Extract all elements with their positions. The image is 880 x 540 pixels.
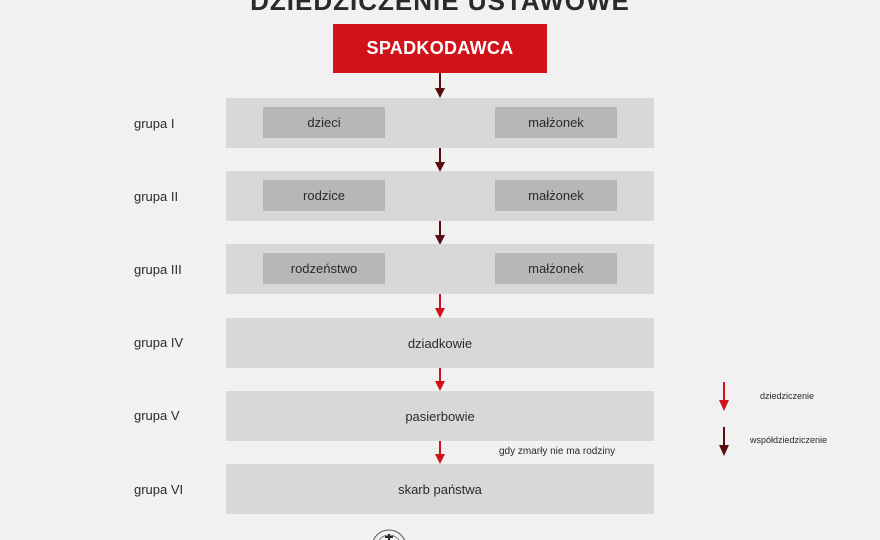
seal-logo-icon — [372, 529, 406, 540]
group-label-5: grupa V — [134, 408, 180, 423]
dark-arrow-icon — [435, 73, 445, 98]
group-label-6: grupa VI — [134, 482, 184, 497]
dark-arrow-icon — [435, 220, 445, 245]
heir-pasierbowie: pasierbowie — [226, 391, 654, 441]
group-band-2: rodzice małżonek — [226, 171, 654, 221]
heir-malzonek: małżonek — [495, 107, 617, 138]
note-no-family: gdy zmarły nie ma rodziny — [499, 446, 616, 457]
red-arrow-icon — [435, 293, 445, 318]
legend-red-arrow-icon — [719, 382, 729, 411]
group-label-2: grupa II — [134, 189, 179, 204]
heir-rodzice: rodzice — [263, 180, 385, 211]
group-label-4: grupa IV — [134, 335, 184, 350]
heir-dziadkowie: dziadkowie — [226, 318, 654, 368]
page-title: DZIEDZICZENIE USTAWOWE — [250, 0, 630, 16]
heir-malzonek: małżonek — [495, 180, 617, 211]
heir-skarb-panstwa: skarb państwa — [226, 464, 654, 514]
heir-dzieci: dzieci — [263, 107, 385, 138]
dark-arrow-icon — [435, 147, 445, 172]
group-label-1: grupa I — [134, 116, 175, 131]
legend-dark-arrow-icon — [719, 427, 729, 456]
group-label-3: grupa III — [134, 262, 182, 277]
group-band-3: rodzeństwo małżonek — [226, 244, 654, 294]
legend-label-inheritance: dziedziczenie — [760, 391, 815, 401]
group-band-1: dzieci małżonek — [226, 98, 654, 148]
red-arrow-icon — [435, 439, 445, 464]
legend-label-co-inheritance: współdziedziczenie — [750, 435, 828, 445]
root-node-spadkodawca: SPADKODAWCA — [333, 24, 547, 73]
heir-rodzenstwo: rodzeństwo — [263, 253, 385, 284]
heir-malzonek: małżonek — [495, 253, 617, 284]
red-arrow-icon — [435, 366, 445, 391]
